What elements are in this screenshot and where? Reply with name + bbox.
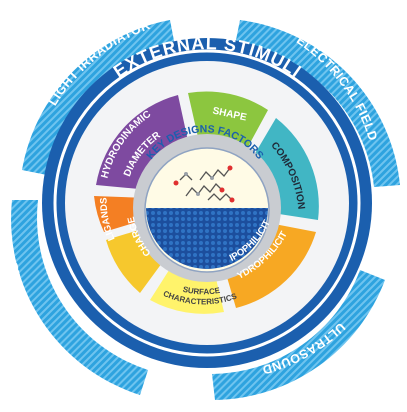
center-outline (144, 147, 270, 273)
surface-label-line1: SURFACE (182, 285, 221, 297)
magnetic-field-arc (11, 200, 149, 395)
nanoparticle-core (146, 208, 268, 269)
outer-stimuli-arcs (11, 20, 400, 400)
light-irradiator-arc (22, 20, 175, 175)
white-divider-ring (53, 49, 361, 357)
hydrophilicity-segment (222, 222, 316, 308)
hydrodinamic-diameter-segment (96, 95, 190, 190)
electrical-field-arc (235, 20, 400, 187)
ultrasound-arc (212, 270, 385, 400)
ligand-atoms (173, 165, 235, 203)
